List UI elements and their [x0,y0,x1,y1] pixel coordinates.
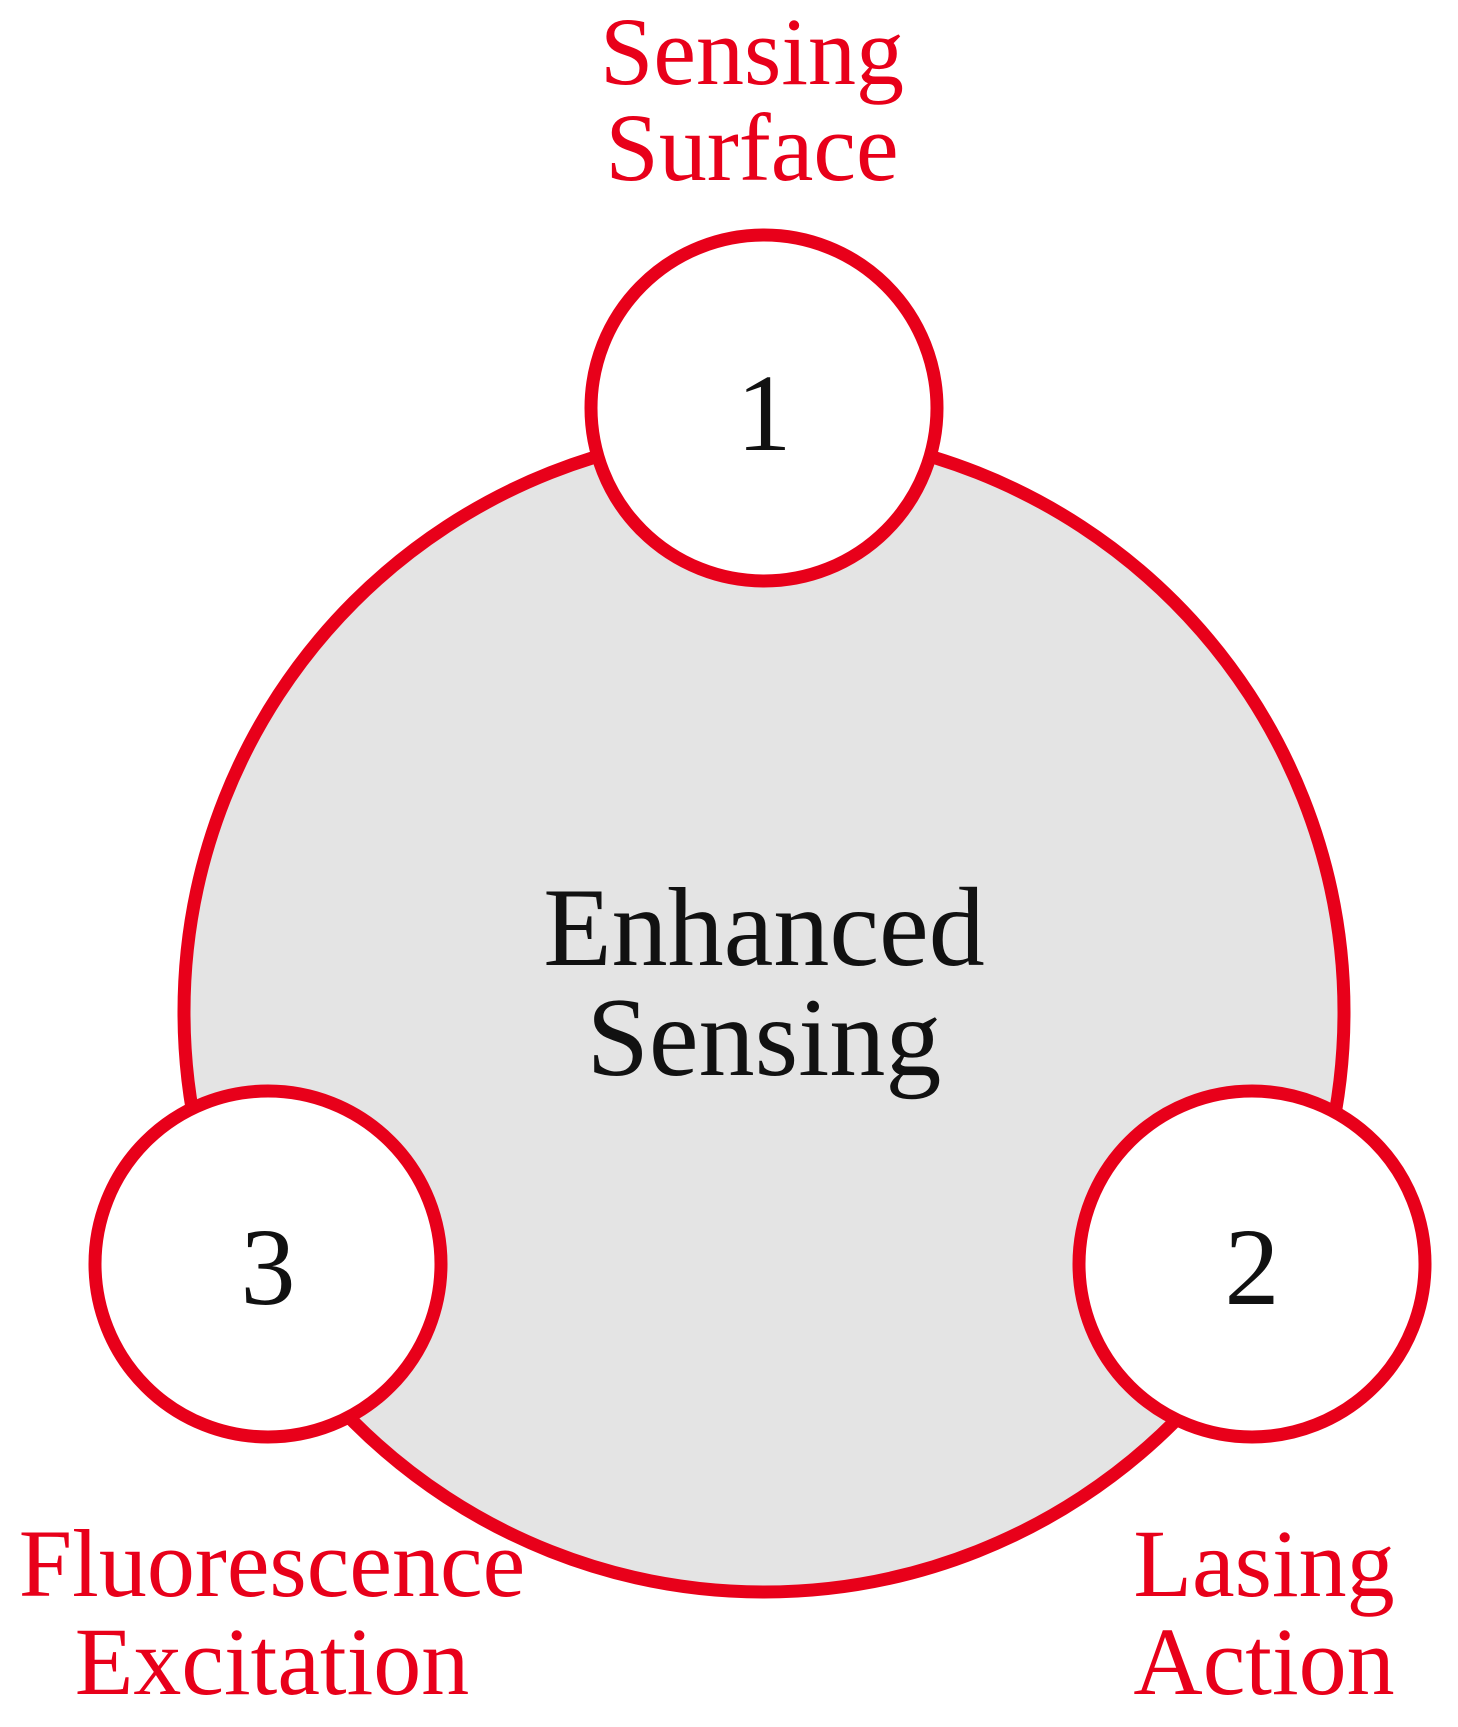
center-title-line1: Enhanced [543,866,985,990]
node-3-label-line2: Excitation [75,1608,470,1715]
node-1-label-line2: Surface [605,94,898,201]
node-1-circle [584,228,944,588]
node-3-label: Fluorescence Excitation [19,1510,525,1715]
node-1-label-line1: Sensing [600,0,904,105]
center-title-line2: Sensing [587,976,942,1100]
node-3-number: 3 [241,1206,296,1328]
node-1-number: 1 [737,352,792,474]
node-2-label-line2: Action [1133,1608,1394,1715]
node-1: 1 [584,228,944,588]
node-2: 2 [1072,1084,1432,1444]
node-3: 3 [88,1084,448,1444]
node-1-label: Sensing Surface [600,0,904,201]
node-3-circle [88,1084,448,1444]
node-2-number: 2 [1225,1206,1280,1328]
node-3-label-line1: Fluorescence [19,1510,525,1617]
node-2-label: Lasing Action [1133,1510,1394,1715]
node-2-label-line1: Lasing [1133,1510,1394,1617]
node-2-circle [1072,1084,1432,1444]
